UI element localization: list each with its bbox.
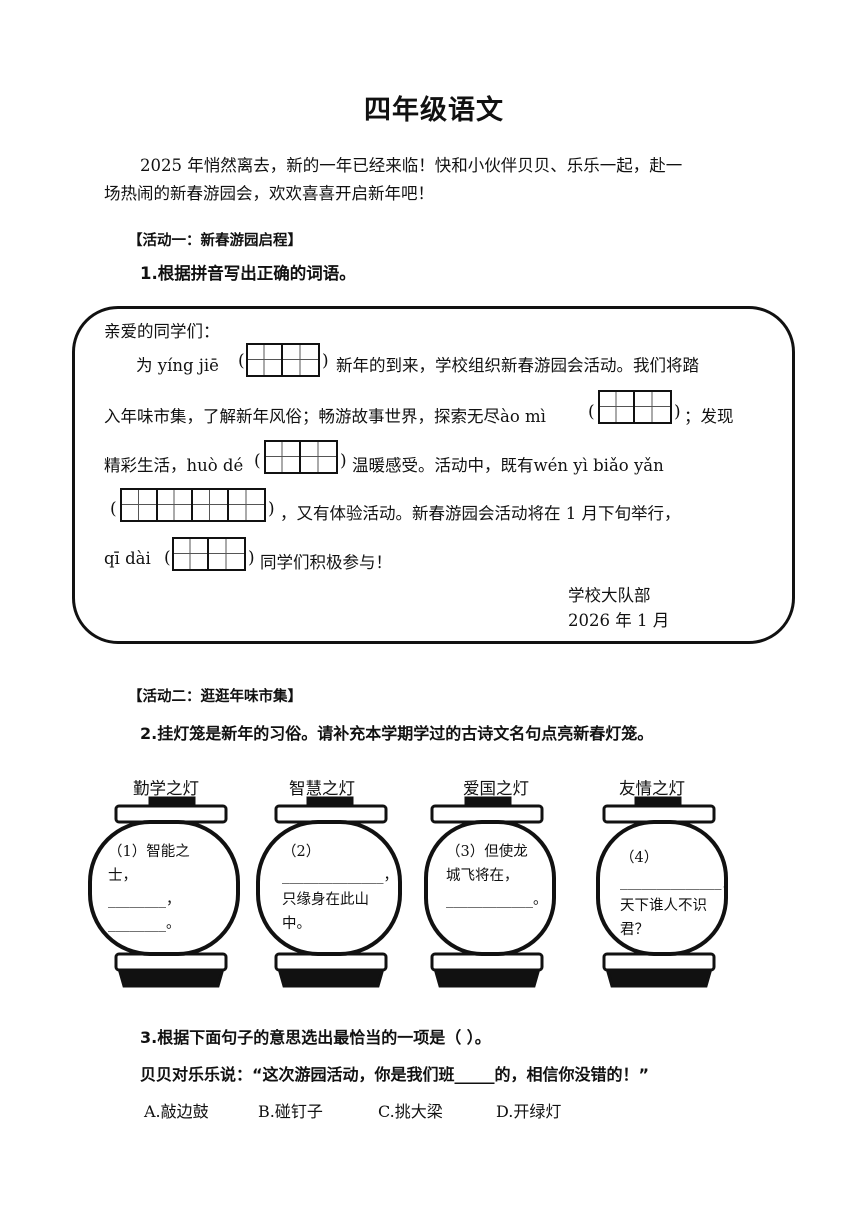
writing-cell[interactable] xyxy=(122,490,158,520)
writing-cell[interactable] xyxy=(174,539,210,569)
paren-close: ) xyxy=(268,499,275,519)
letter-line-4: ，又有体验活动。新春游园会活动将在 1 月下旬举行， xyxy=(280,504,681,523)
writing-cell[interactable] xyxy=(248,345,284,375)
letter-line-3: 温暖感受。活动中，既有wén yì biǎo yǎn xyxy=(352,456,664,475)
paren-open: ( xyxy=(588,402,595,422)
option-b[interactable]: B.碰钉子 xyxy=(258,1102,323,1121)
letter-signature: 学校大队部 xyxy=(568,586,651,605)
lantern-2-icon xyxy=(256,796,402,988)
writing-cell[interactable] xyxy=(228,490,264,520)
writing-cell[interactable] xyxy=(635,392,670,422)
writing-cell[interactable] xyxy=(301,442,336,472)
letter-line-5: 同学们积极参与！ xyxy=(260,553,392,572)
lantern-4-icon xyxy=(596,796,728,988)
paren-open: ( xyxy=(238,351,245,371)
writing-cell[interactable] xyxy=(600,392,636,422)
question-1: 1.根据拼音写出正确的词语。 xyxy=(140,264,356,283)
letter-line-2: 入年味市集，了解新年风俗；畅游故事世界，探索无尽ào mì xyxy=(104,407,546,426)
writing-grid-qidai[interactable] xyxy=(172,537,246,571)
page-title: 四年级语文 xyxy=(364,95,504,126)
paren-open: ( xyxy=(164,548,171,568)
question-3-stem: 3.根据下面句子的意思选出最恰当的一项是（ ）。 xyxy=(140,1028,491,1047)
lantern-3-text[interactable]: （3）但使龙城飞将在，____________。 xyxy=(446,844,548,908)
writing-grid-aomi[interactable] xyxy=(598,390,672,424)
lantern-2-text[interactable]: （2）______________，只缘身在此山中。 xyxy=(282,844,398,932)
lantern-title-4: 友情之灯 xyxy=(619,779,685,798)
writing-cell[interactable] xyxy=(209,539,244,569)
writing-cell[interactable] xyxy=(283,345,318,375)
letter-date: 2026 年 1 月 xyxy=(568,611,670,630)
writing-grid-huode[interactable] xyxy=(264,440,338,474)
lantern-title-1: 勤学之灯 xyxy=(133,779,199,798)
writing-grid-yingjie[interactable] xyxy=(246,343,320,377)
option-c[interactable]: C.挑大梁 xyxy=(378,1102,443,1121)
lantern-title-3: 爱国之灯 xyxy=(463,779,529,798)
paren-close: ) xyxy=(322,351,329,371)
lanterns-illustration xyxy=(88,796,728,988)
activity2-heading: 【活动二：逛逛年味市集】 xyxy=(128,689,302,705)
writing-cell[interactable] xyxy=(266,442,302,472)
letter-line-2-end: ；发现 xyxy=(684,407,734,426)
question-3-sentence: 贝贝对乐乐说：“这次游园活动，你是我们班_____的，相信你没错的！” xyxy=(140,1065,650,1084)
option-a[interactable]: A.敲边鼓 xyxy=(144,1102,209,1121)
writing-cell[interactable] xyxy=(157,490,193,520)
lantern-1-text[interactable]: （1）智能之士，________，________。 xyxy=(108,844,190,932)
writing-grid-wenyibiaoyan[interactable] xyxy=(120,488,266,522)
lantern-3-icon xyxy=(424,796,556,988)
paren-open: ( xyxy=(110,499,117,519)
paren-close: ) xyxy=(674,402,681,422)
letter-line-1: 新年的到来，学校组织新春游园会活动。我们将踏 xyxy=(336,356,699,375)
letter-greeting: 亲爱的同学们： xyxy=(104,322,220,341)
pinyin-yingjie: 为 yíng jiē xyxy=(136,356,219,375)
pinyin-qidai: qī dài xyxy=(104,549,151,568)
paren-close: ) xyxy=(248,548,255,568)
writing-cell[interactable] xyxy=(193,490,229,520)
intro-line-2: 场热闹的新春游园会，欢欢喜喜开启新年吧！ xyxy=(104,184,434,203)
letter-line-3-start: 精彩生活，huò dé xyxy=(104,456,244,475)
question-2: 2.挂灯笼是新年的习俗。请补充本学期学过的古诗文名句点亮新春灯笼。 xyxy=(140,724,654,743)
intro-line-1: 2025 年悄然离去，新的一年已经来临！快和小伙伴贝贝、乐乐一起，赴一 xyxy=(140,156,683,175)
option-d[interactable]: D.开绿灯 xyxy=(496,1102,562,1121)
lantern-4-text[interactable]: （4）______________，天下谁人不识君？ xyxy=(620,850,736,938)
notice-letter-box xyxy=(72,306,795,644)
paren-open: ( xyxy=(254,451,261,471)
lantern-1-icon xyxy=(88,796,240,988)
activity1-heading: 【活动一：新春游园启程】 xyxy=(128,233,302,249)
lantern-title-2: 智慧之灯 xyxy=(289,779,355,798)
paren-close: ) xyxy=(340,451,347,471)
